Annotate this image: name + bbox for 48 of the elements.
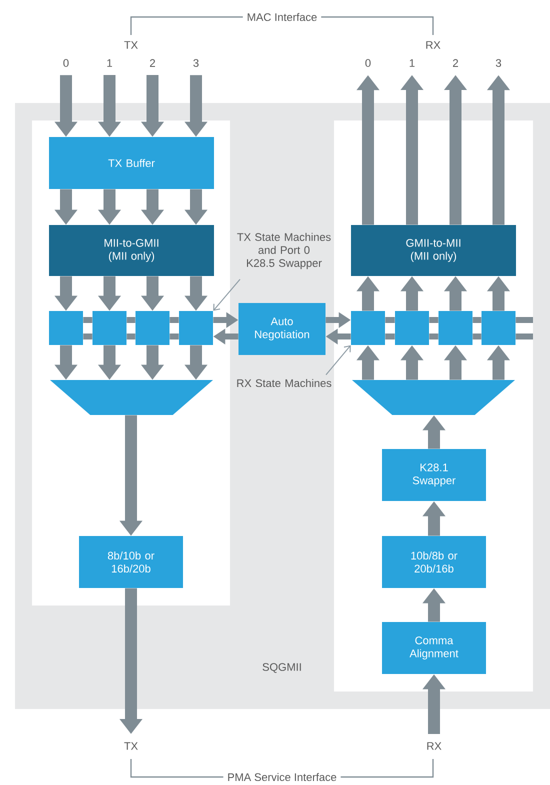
bus-line [83, 317, 92, 323]
process-box: 8b/10b or 16b/20b [79, 536, 183, 588]
bus-line [170, 317, 179, 323]
process-box: K28.1 Swapper [382, 449, 486, 501]
small-box [49, 311, 83, 345]
process-box: Auto Negotiation [238, 303, 326, 355]
small-box [395, 311, 429, 345]
small-box [136, 311, 170, 345]
process-box: MII-to-GMII (MII only) [49, 225, 214, 276]
bus-line [170, 334, 179, 340]
bus-line [472, 334, 482, 340]
process-box: Comma Alignment [382, 622, 486, 674]
port-number: 0 [63, 59, 69, 67]
annotation-text: TX State Machines and Port 0 K28.5 Swapper [237, 232, 331, 270]
bus-line [472, 317, 482, 323]
bus-line [126, 317, 136, 323]
process-box: TX Buffer [49, 137, 214, 189]
port-number: 2 [150, 59, 155, 67]
bus-line [385, 334, 395, 340]
small-box [351, 311, 385, 345]
small-box [482, 311, 516, 345]
port-number: 1 [107, 59, 112, 67]
port-number: 1 [410, 59, 415, 67]
port-label: RX [426, 41, 440, 49]
process-box: GMII-to-MII (MII only) [351, 225, 516, 276]
bus-line [385, 317, 395, 323]
bus-line [429, 334, 438, 340]
annotation-text: RX State Machines [237, 378, 332, 388]
port-label: RX [427, 742, 442, 750]
interface-label: MAC Interface [242, 8, 322, 26]
small-box [92, 311, 126, 345]
mux-trapezoid [50, 380, 214, 415]
bus-line [429, 317, 438, 323]
port-number: 3 [496, 59, 502, 67]
small-box [179, 311, 213, 345]
port-number: 0 [365, 59, 371, 67]
port-number: 2 [453, 59, 458, 67]
process-box: 10b/8b or 20b/16b [382, 536, 486, 588]
interface-label: PMA Service Interface [223, 768, 341, 785]
port-label: TX [124, 742, 138, 750]
leader-line [326, 345, 351, 376]
small-box [438, 311, 472, 345]
bus-line [83, 334, 92, 340]
bus-line [126, 334, 136, 340]
port-label: TX [124, 41, 138, 49]
leader-line [213, 278, 240, 311]
port-number: 3 [193, 59, 199, 67]
mux-trapezoid [352, 380, 516, 415]
